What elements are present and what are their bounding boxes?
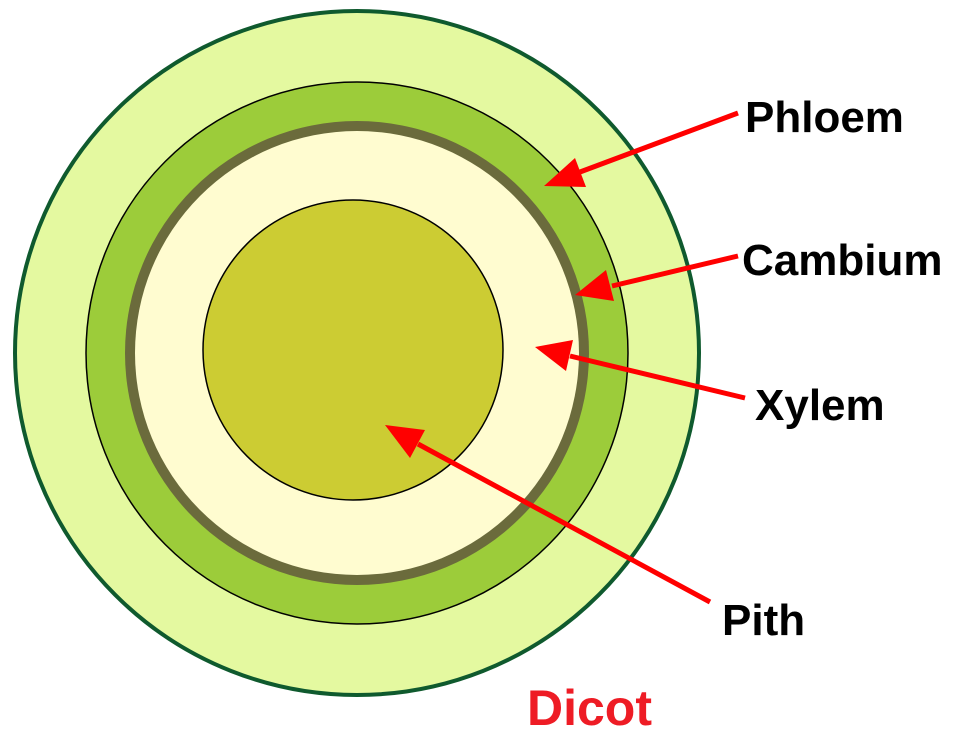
pith-label: Pith — [722, 596, 805, 645]
phloem-label: Phloem — [745, 93, 904, 142]
xylem-label: Xylem — [755, 381, 885, 430]
diagram-title: Dicot — [527, 680, 652, 735]
cambium-label: Cambium — [742, 236, 942, 285]
pith-core — [203, 200, 503, 500]
